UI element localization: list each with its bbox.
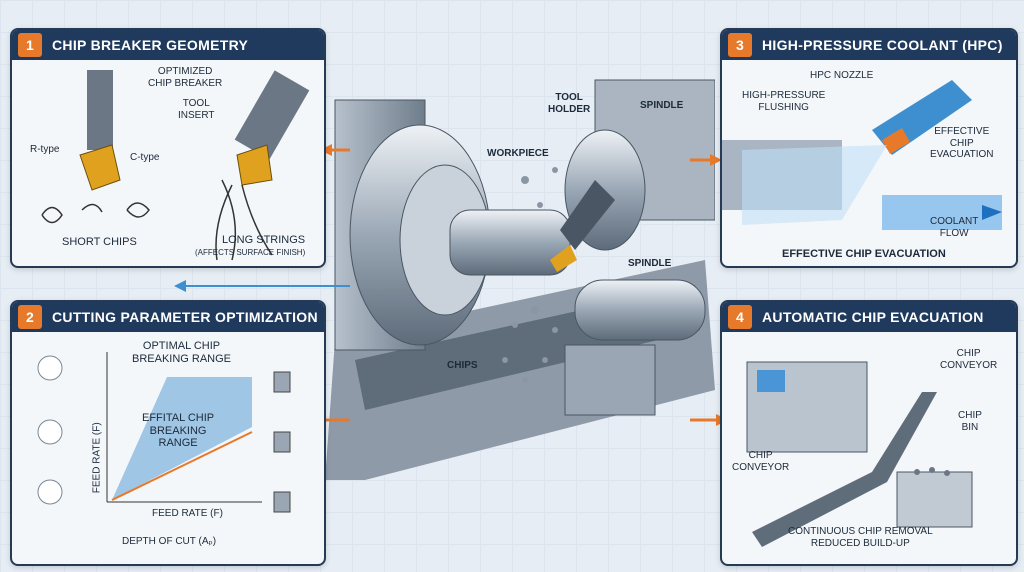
panel-hpc: 3 HIGH-PRESSURE COOLANT (HPC) HPC NOZZLE…	[720, 28, 1018, 268]
panel1-header: 1 CHIP BREAKER GEOMETRY	[12, 30, 324, 60]
panel2-illustration	[37, 352, 291, 513]
optimal-range-area	[112, 377, 252, 500]
panel2-title: CUTTING PARAMETER OPTIMIZATION	[52, 309, 318, 325]
panel4-title: AUTOMATIC CHIP EVACUATION	[762, 309, 984, 325]
effective-bottom-label: EFFECTIVE CHIP EVACUATION	[782, 248, 946, 260]
panel3-header: 3 HIGH-PRESSURE COOLANT (HPC)	[722, 30, 1016, 60]
y-axis-label: FEED RATE (f)	[91, 422, 103, 494]
chips-label: CHIPS	[447, 360, 478, 371]
workpiece	[449, 209, 571, 276]
depth-of-cut-label: DEPTH OF CUT (aₚ)	[122, 536, 217, 547]
workpiece-label: WORKPIECE	[487, 148, 549, 159]
panel-cutting-parameter: 2 CUTTING PARAMETER OPTIMIZATION OPTIMAL…	[10, 300, 326, 566]
affects-surface-label: (AFFECTS SURFACE FINISH)	[195, 248, 306, 257]
tool-insert	[550, 245, 577, 272]
long-strings-label: LONG STRINGS	[222, 234, 306, 246]
panel3-title: HIGH-PRESSURE COOLANT (HPC)	[762, 37, 1003, 53]
panel4-illustration	[746, 361, 973, 547]
short-chips-label: SHORT CHIPS	[62, 236, 137, 248]
c-type-label: C-type	[130, 152, 160, 163]
panel2-header: 2 CUTTING PARAMETER OPTIMIZATION	[12, 302, 324, 332]
hpc-nozzle-label: HPC NOZZLE	[810, 70, 874, 81]
panel4-number: 4	[728, 305, 752, 329]
panel4-header: 4 AUTOMATIC CHIP EVACUATION	[722, 302, 1016, 332]
x-axis-label: FEED RATE (f)	[152, 508, 223, 519]
lathe-illustration	[325, 60, 715, 480]
panel1-illustration	[41, 70, 310, 261]
tool-holder	[560, 180, 615, 250]
r-type-label: R-type	[30, 144, 60, 155]
panel3-number: 3	[728, 33, 752, 57]
spindle-label: SPINDLE	[628, 258, 672, 269]
conveyor-belt	[752, 392, 937, 547]
panel1-title: CHIP BREAKER GEOMETRY	[52, 37, 249, 53]
panel1-number: 1	[18, 33, 42, 57]
panel3-illustration	[722, 80, 1002, 230]
panel2-number: 2	[18, 305, 42, 329]
spindle-top-label: SPINDLE	[640, 100, 684, 111]
spindle-lower	[574, 279, 706, 341]
